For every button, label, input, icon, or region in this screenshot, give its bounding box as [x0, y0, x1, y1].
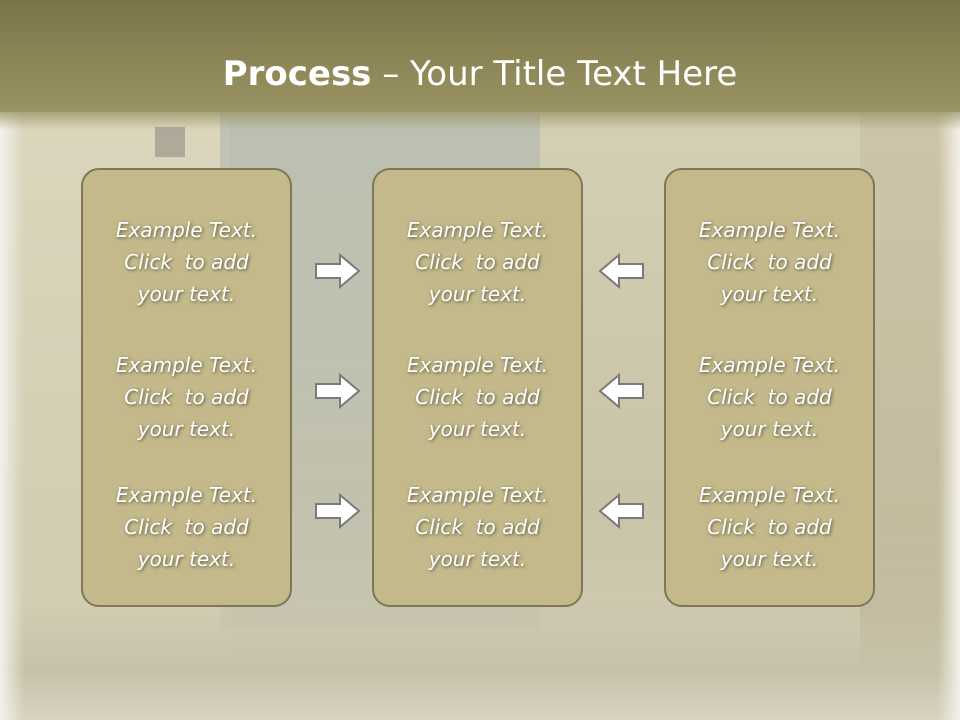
text-line: Click to add: [415, 385, 540, 409]
title-bar-fade: [0, 108, 960, 130]
text-line: Click to add: [124, 250, 249, 274]
text-line: Example Text.: [115, 353, 258, 377]
left-arrow-icon: [598, 492, 644, 530]
text-item[interactable]: Example Text. Click to add your text.: [666, 214, 873, 310]
text-item[interactable]: Example Text. Click to add your text.: [374, 214, 581, 310]
text-line: your text.: [137, 282, 236, 306]
text-item[interactable]: Example Text. Click to add your text.: [374, 479, 581, 575]
text-line: Example Text.: [698, 353, 841, 377]
text-item[interactable]: Example Text. Click to add your text.: [83, 349, 290, 445]
text-line: your text.: [428, 282, 527, 306]
text-line: your text.: [137, 547, 236, 571]
background-plants: [0, 600, 960, 720]
title-rest: – Your Title Text Here: [371, 54, 738, 94]
process-box-left[interactable]: Example Text. Click to add your text. Ex…: [81, 168, 292, 607]
text-line: Click to add: [124, 515, 249, 539]
text-line: your text.: [720, 547, 819, 571]
text-line: Click to add: [707, 385, 832, 409]
process-box-middle[interactable]: Example Text. Click to add your text. Ex…: [372, 168, 583, 607]
frame-left-edge: [0, 110, 24, 720]
text-line: Example Text.: [406, 218, 549, 242]
text-line: your text.: [428, 417, 527, 441]
text-item[interactable]: Example Text. Click to add your text.: [83, 479, 290, 575]
text-line: Click to add: [124, 385, 249, 409]
text-line: Example Text.: [406, 483, 549, 507]
left-arrow-icon: [598, 252, 644, 290]
text-item[interactable]: Example Text. Click to add your text.: [666, 479, 873, 575]
title-bold: Process: [222, 54, 372, 94]
text-line: your text.: [428, 547, 527, 571]
text-line: Example Text.: [115, 483, 258, 507]
right-arrow-icon: [315, 252, 361, 290]
text-line: Click to add: [707, 515, 832, 539]
text-line: Click to add: [707, 250, 832, 274]
text-line: Example Text.: [115, 218, 258, 242]
text-line: Click to add: [415, 515, 540, 539]
text-line: Example Text.: [698, 483, 841, 507]
text-item[interactable]: Example Text. Click to add your text.: [83, 214, 290, 310]
text-line: Click to add: [415, 250, 540, 274]
background-window: [155, 127, 185, 157]
frame-right-edge: [938, 110, 960, 720]
process-box-right[interactable]: Example Text. Click to add your text. Ex…: [664, 168, 875, 607]
text-line: your text.: [137, 417, 236, 441]
left-arrow-icon: [598, 372, 644, 410]
slide-title[interactable]: Process – Your Title Text Here: [0, 52, 960, 96]
text-line: your text.: [720, 282, 819, 306]
title-bar: [0, 0, 960, 112]
text-line: your text.: [720, 417, 819, 441]
text-line: Example Text.: [406, 353, 549, 377]
text-item[interactable]: Example Text. Click to add your text.: [666, 349, 873, 445]
text-line: Example Text.: [698, 218, 841, 242]
text-item[interactable]: Example Text. Click to add your text.: [374, 349, 581, 445]
right-arrow-icon: [315, 492, 361, 530]
right-arrow-icon: [315, 372, 361, 410]
